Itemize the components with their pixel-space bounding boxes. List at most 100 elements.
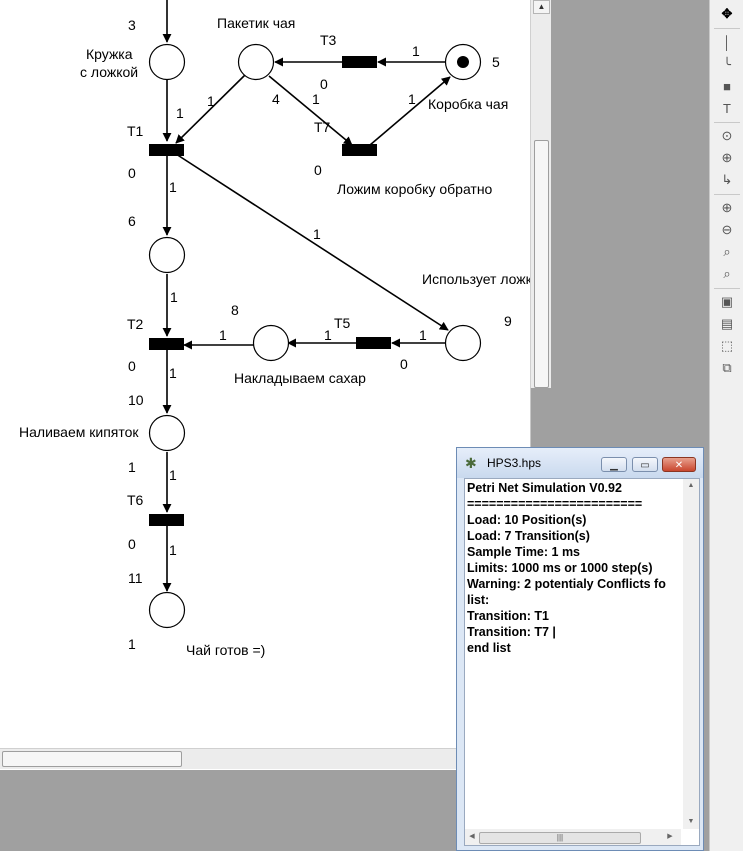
token: [457, 56, 469, 68]
console-line: ========================: [467, 497, 643, 511]
zoom-fit-icon[interactable]: ⌕: [723, 244, 731, 259]
simulation-console-window[interactable]: ✱ HPS3.hps ▁ ▭ ✕ Petri Net Simulation V0…: [456, 447, 704, 851]
console-title: HPS3.hps: [487, 456, 542, 470]
zoom-out-icon[interactable]: ⊖: [721, 222, 733, 237]
move-icon[interactable]: ✥: [721, 6, 733, 21]
select-frame-icon[interactable]: ⬚: [720, 338, 734, 353]
canvas-vertical-scrollbar[interactable]: ▲: [530, 0, 551, 388]
scroll-thumb[interactable]: [2, 751, 182, 767]
scroll-thumb[interactable]: |||: [479, 832, 641, 844]
group-icon[interactable]: ⧉: [722, 360, 732, 375]
scroll-down-arrow-icon[interactable]: ▼: [687, 818, 695, 825]
label-t3-count: 0: [320, 76, 328, 92]
label-t5-count: 0: [400, 356, 408, 372]
transition-icon[interactable]: ■: [723, 79, 731, 94]
label-t6: T6: [127, 492, 144, 508]
copy-icon[interactable]: ▣: [720, 294, 734, 309]
scroll-up-arrow-icon[interactable]: ▲: [687, 482, 695, 489]
label-tok3: 3: [128, 17, 136, 33]
scroll-up-arrow-icon[interactable]: ▲: [533, 0, 550, 14]
bend-arc-icon[interactable]: ╰: [723, 57, 731, 72]
transition-t3[interactable]: [342, 56, 377, 68]
label-p9-num: 9: [504, 313, 512, 329]
place-10[interactable]: [148, 414, 186, 452]
console-line: Load: 7 Transition(s): [467, 529, 590, 543]
label-w-teabag-t7-b: 1: [312, 91, 320, 107]
place-cup[interactable]: [148, 43, 186, 81]
place-6[interactable]: [148, 236, 186, 274]
label-w-t7-box: 1: [408, 91, 416, 107]
paste-icon[interactable]: ▤: [720, 316, 734, 331]
place-icon[interactable]: ⊙: [721, 128, 733, 143]
console-log: Petri Net Simulation V0.92 ==============…: [467, 480, 679, 820]
zoom-reset-icon[interactable]: ⌕: [723, 266, 731, 281]
label-cup-1: Кружка: [86, 46, 133, 62]
label-t5: T5: [334, 315, 351, 331]
label-t6-count: 0: [128, 536, 136, 552]
label-p10-num: 10: [128, 392, 144, 408]
label-p10-tokens: 1: [128, 459, 136, 475]
place-teabag[interactable]: [237, 43, 275, 81]
console-line: Limits: 1000 ms or 1000 step(s): [467, 561, 653, 575]
bend-icon[interactable]: ↳: [721, 172, 733, 187]
label-w-t6-p11: 1: [169, 542, 177, 558]
label-use-spoon: Использует ложк: [422, 271, 530, 287]
label-w-p8-t2: 1: [219, 327, 227, 343]
label-w-t2-p10: 1: [169, 365, 177, 381]
split-icon[interactable]: ⊕: [721, 150, 733, 165]
scroll-left-arrow-icon[interactable]: ◀: [469, 833, 475, 840]
text-tool-icon[interactable]: T: [723, 101, 731, 116]
label-teabag: Пакетик чая: [217, 15, 295, 31]
tool-palette: ✥ │ ╰ ■ T ⊙ ⊕ ↳ ⊕ ⊖ ⌕ ⌕ ▣ ▤ ⬚ ⧉: [709, 0, 743, 851]
scroll-right-arrow-icon[interactable]: ▶: [667, 833, 673, 840]
label-w-teabag-t1: 1: [207, 93, 215, 109]
arc-t1-to-p9: [175, 153, 449, 331]
place-9[interactable]: [444, 324, 482, 362]
label-t7: T7: [314, 119, 331, 135]
scroll-thumb[interactable]: [534, 140, 549, 388]
maximize-button[interactable]: ▭: [632, 457, 658, 472]
console-output-area[interactable]: Petri Net Simulation V0.92 ==============…: [464, 478, 700, 846]
console-vertical-scrollbar[interactable]: ▲ ▼: [683, 479, 699, 829]
transition-t2[interactable]: [149, 338, 184, 350]
minimize-button[interactable]: ▁: [601, 457, 627, 472]
console-titlebar[interactable]: ✱ HPS3.hps ▁ ▭ ✕: [457, 448, 703, 478]
label-ready: Чай готов =): [186, 642, 265, 658]
label-p6-num: 6: [128, 213, 136, 229]
console-horizontal-scrollbar[interactable]: ◀ ||| ▶: [465, 829, 681, 845]
zoom-in-icon[interactable]: ⊕: [721, 200, 733, 215]
label-t7-action: Ложим коробку обратно: [337, 181, 493, 197]
label-t7-count: 0: [314, 162, 322, 178]
arcs: [162, 0, 451, 592]
arc-teabag-to-t7: [268, 75, 353, 146]
line-icon[interactable]: │: [722, 35, 732, 50]
label-w-cup-t1: 1: [176, 105, 184, 121]
label-box: Коробка чая: [428, 96, 508, 112]
minimize-icon: ▁: [610, 460, 618, 471]
console-line: Sample Time: 1 ms: [467, 545, 581, 559]
maximize-icon: ▭: [640, 460, 650, 471]
close-button[interactable]: ✕: [662, 457, 696, 472]
label-t2-count: 0: [128, 358, 136, 374]
label-t3: T3: [320, 32, 337, 48]
place-11[interactable]: [148, 591, 186, 629]
label-t1: T1: [127, 123, 144, 139]
canvas-horizontal-scrollbar[interactable]: [0, 748, 530, 769]
console-line: list:: [467, 593, 490, 607]
label-t1-count: 0: [128, 165, 136, 181]
place-8[interactable]: [252, 324, 290, 362]
console-line: Petri Net Simulation V0.92: [467, 481, 622, 495]
console-line: Load: 10 Position(s): [467, 513, 587, 527]
close-icon: ✕: [674, 460, 684, 471]
label-w-p9-t5: 1: [419, 327, 427, 343]
label-p11-tokens: 1: [128, 636, 136, 652]
transition-t1[interactable]: [149, 144, 184, 156]
transition-t6[interactable]: [149, 514, 184, 526]
transition-t5[interactable]: [356, 337, 391, 349]
net-canvas[interactable]: 3 Кружка с ложкой Пакетик чая T3 1 5 0 1…: [0, 0, 531, 770]
label-w-teabag-t7-a: 4: [272, 91, 280, 107]
petri-net-diagram[interactable]: 3 Кружка с ложкой Пакетик чая T3 1 5 0 1…: [0, 0, 530, 770]
label-boil: Наливаем кипяток: [19, 424, 139, 440]
transition-t7[interactable]: [342, 144, 377, 156]
label-t5-action: Накладываем сахар: [234, 370, 366, 386]
